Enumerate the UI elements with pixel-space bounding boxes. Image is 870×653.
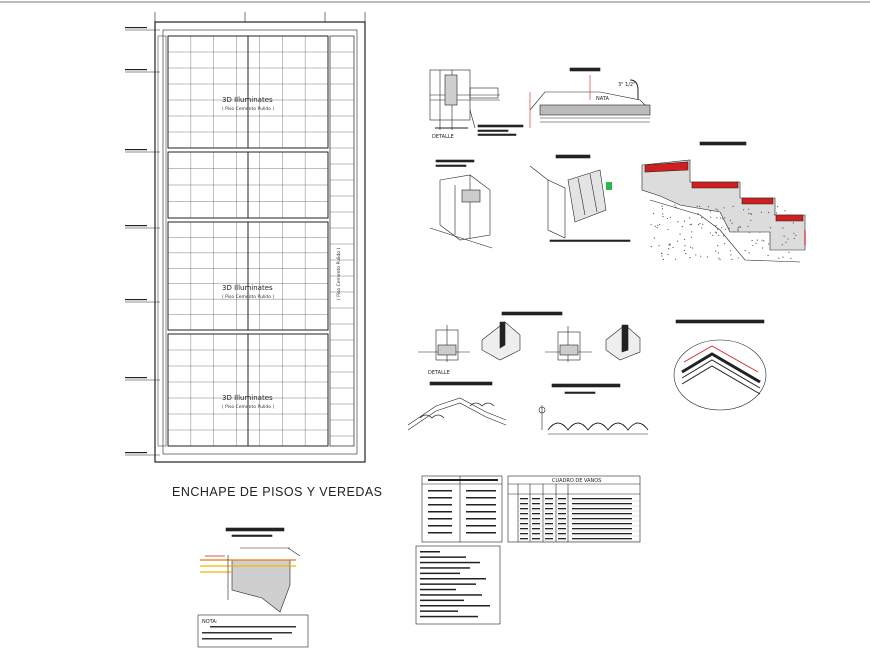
svg-text:DETALLE: DETALLE [432,134,454,140]
room-labels: 3D Illuminates ( Piso Cemento Pulido ) 3… [222,96,342,410]
detail-floor-section [200,527,301,613]
corridor-note: ( Piso Cemento Pulido ) [336,248,342,300]
gravel-hatch [235,204,797,597]
detail-corrugated [538,383,649,435]
svg-text:NOTA:: NOTA: [202,619,218,625]
cuadro-title: CUADRO DE VANOS [552,478,601,484]
detail-stair-section [641,141,806,263]
detail-bracket [429,174,493,249]
room-3-sub: ( Piso Cemento Pulido ) [222,294,274,300]
legend-table [421,475,503,543]
vanos-rows [518,498,640,542]
cuadro-de-vanos-table [507,475,641,543]
detail-circle-rail [673,319,767,411]
floor-tile-grid [168,36,354,446]
detail-roof-ridge [407,381,507,431]
room-1-sub: ( Piso Cemento Pulido ) [222,106,274,112]
level-markers [125,27,160,456]
detail-joint-right [545,324,641,362]
legend-rows [428,479,498,534]
spec-lines [420,551,490,618]
detail-top-left: DETALLE [429,69,524,167]
svg-text:DETALLE: DETALLE [428,370,450,376]
room-3-label: 3D Illuminates [222,284,273,292]
room-1-label: 3D Illuminates [222,96,273,104]
detail-column-3d [529,154,631,242]
detail-top-right: 3" 1/2" NATA [529,67,651,128]
note-box: NOTA: [197,614,309,648]
detail-joint-left: DETALLE [418,311,563,376]
svg-text:3" 1/2": 3" 1/2" [618,82,635,88]
room-4-sub: ( Piso Cemento Pulido ) [222,404,274,410]
room-4-label: 3D Illuminates [222,394,273,402]
svg-text:NATA: NATA [596,96,609,102]
specs-block [415,545,501,625]
main-drawing-title: ENCHAPE DE PISOS Y VEREDAS [172,485,383,499]
